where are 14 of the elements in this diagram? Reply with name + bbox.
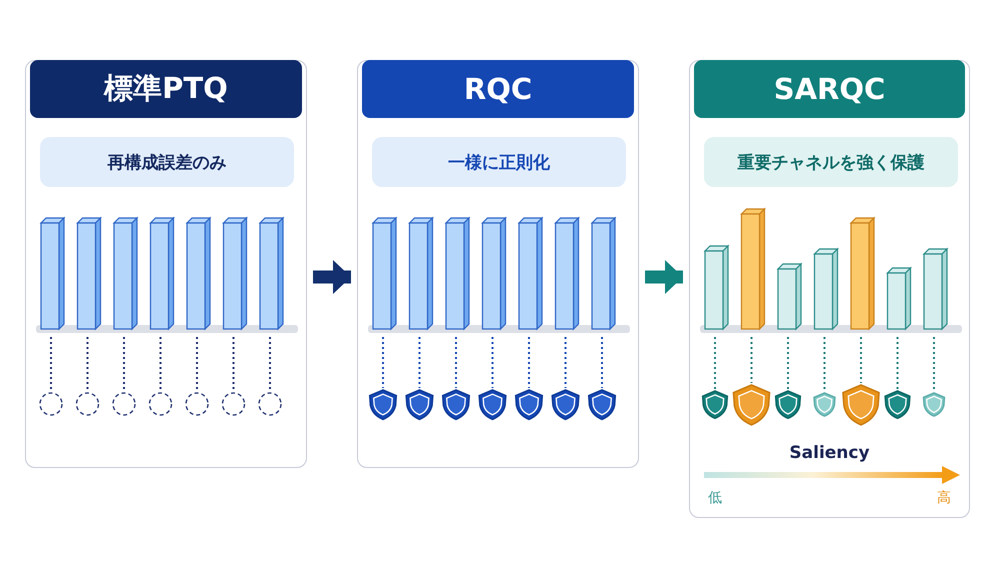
- subtitle-pill: 重要チャネルを強く保護: [704, 137, 958, 187]
- subtitle-pill: 再構成誤差のみ: [40, 137, 294, 187]
- axis-label: 高: [937, 489, 951, 507]
- panel-title: SARQC: [694, 60, 965, 118]
- panel-card: [25, 60, 307, 468]
- panel-title: 標準PTQ: [30, 60, 302, 118]
- axis-title: Saliency: [788, 443, 871, 463]
- panel-card: [689, 60, 970, 518]
- panel-title: RQC: [362, 60, 634, 118]
- arrow: [313, 260, 351, 294]
- panel-card: [357, 60, 639, 468]
- arrow: [645, 260, 683, 294]
- subtitle-pill: 一様に正則化: [372, 137, 626, 187]
- axis-label: 低: [708, 489, 722, 507]
